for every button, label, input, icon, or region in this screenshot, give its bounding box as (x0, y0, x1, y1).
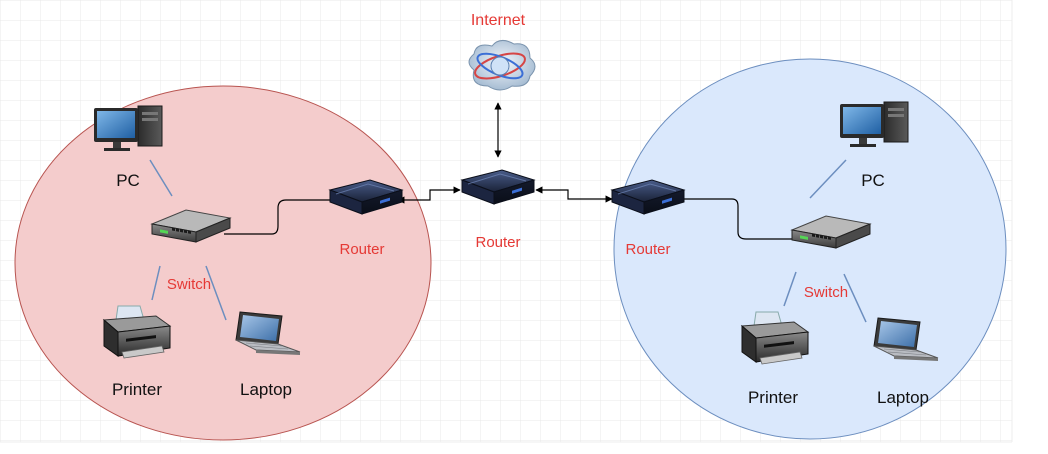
right-pc-label: PC (861, 171, 885, 190)
right-printer-node[interactable]: Printer (741, 311, 809, 407)
left-printer-node[interactable]: Printer (103, 305, 171, 399)
right-pc-node[interactable]: PC (839, 101, 909, 190)
left-router-node[interactable]: Router (329, 179, 403, 258)
left-router-label: Router (339, 241, 384, 258)
left-printer-switch-link (151, 265, 161, 301)
left-laptop-switch-link (205, 265, 227, 321)
right-laptop-label: Laptop (877, 388, 929, 407)
right-laptop-node[interactable]: Laptop (873, 317, 939, 407)
core-right-router-link[interactable] (535, 186, 613, 203)
internet-node[interactable]: Internet (468, 12, 536, 91)
left-pc-node[interactable]: PC (93, 105, 163, 190)
left-network-zone (14, 85, 432, 441)
left-router-core-link[interactable] (397, 186, 461, 204)
left-pc-label: PC (116, 171, 140, 190)
left-printer-label: Printer (112, 380, 162, 399)
left-switch-node[interactable]: Switch (151, 209, 231, 293)
right-laptop-switch-link (843, 273, 867, 323)
right-printer-switch-link (783, 271, 797, 307)
right-switch-label: Switch (804, 284, 848, 301)
right-router-node[interactable]: Router (611, 179, 685, 258)
core-router-label: Router (475, 234, 520, 251)
internet-label: Internet (471, 12, 526, 29)
core-router-node[interactable]: Router (461, 169, 535, 251)
left-switch-router-link[interactable] (224, 199, 330, 235)
left-pc-switch-link (149, 159, 173, 197)
right-pc-switch-link (809, 159, 847, 199)
left-switch-label: Switch (167, 276, 211, 293)
left-laptop-label: Laptop (240, 380, 292, 399)
left-laptop-node[interactable]: Laptop (235, 311, 301, 399)
right-switch-node[interactable]: Switch (791, 215, 871, 301)
right-router-label: Router (625, 241, 670, 258)
right-router-switch-link[interactable] (684, 198, 796, 240)
right-printer-label: Printer (748, 388, 798, 407)
right-network-zone (613, 58, 1007, 440)
cloud-globe-icon (468, 40, 536, 91)
